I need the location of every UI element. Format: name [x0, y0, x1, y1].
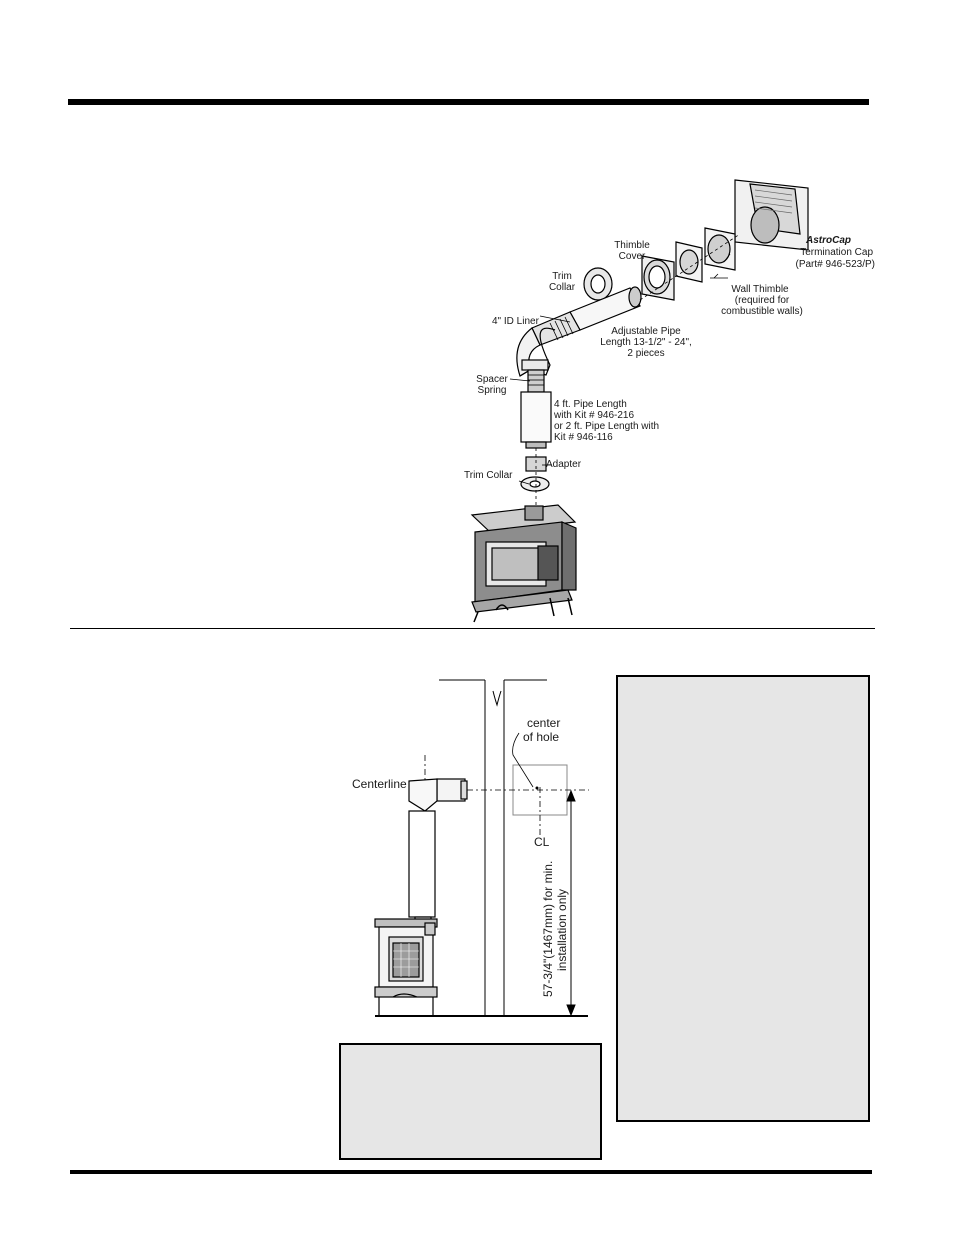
center-hole-label-1: center [527, 716, 560, 730]
rear-vent-clearance-diagram: Centerline center of hole CL 57-3/4"(146… [352, 679, 589, 1017]
spacer-spring [527, 369, 545, 393]
pipe-length-label-4: Kit # 946-116 [554, 432, 613, 443]
footer-rule [70, 1170, 872, 1174]
wall-thimble-label-2: (required for [735, 295, 790, 306]
right-note-box [616, 675, 870, 1122]
dimension-label-2: installation only [555, 889, 569, 971]
dimension-label-1: 57-3/4"(1467mm) for min. [541, 861, 555, 997]
stove-top-figure [470, 504, 577, 623]
pipe-length-label-1: 4 ft. Pipe Length [554, 399, 627, 410]
centerline-label: Centerline [352, 777, 407, 791]
termination-cap-label: Termination Cap [800, 247, 873, 258]
vent-kit-exploded-diagram: AstroCap Termination Cap (Part# 946-523/… [464, 179, 876, 623]
pipe-length-label-3: or 2 ft. Pipe Length with [554, 421, 659, 432]
adapter-label: Adapter [546, 459, 582, 470]
trim-collar-top-label-1: Trim [552, 271, 572, 282]
wall-thimble-label-1: Wall Thimble [731, 284, 789, 295]
bottom-note-box [339, 1043, 602, 1160]
termination-cap-pipe [750, 206, 780, 244]
adjustable-pipe-label-1: Adjustable Pipe [611, 326, 681, 337]
id-liner-label: 4" ID Liner [492, 316, 540, 327]
termination-cap-part: (Part# 946-523/P) [796, 259, 876, 270]
section-divider [70, 628, 875, 629]
center-hole-label-2: of hole [523, 730, 559, 744]
header-rule [68, 99, 869, 105]
adjustable-pipe-label-3: 2 pieces [627, 348, 664, 359]
vent-elbow [408, 778, 438, 812]
thimble-cover-label-1: Thimble [614, 240, 650, 251]
pipe-length-label-2: with Kit # 946-216 [553, 410, 634, 421]
spacer-spring-label-2: Spring [478, 385, 507, 396]
vertical-vent-pipe [408, 810, 436, 918]
wall-thimble-label-3: combustible walls) [721, 306, 803, 317]
stove-side-figure [374, 918, 438, 1015]
trim-collar-bottom-label: Trim Collar [464, 470, 513, 481]
centerline-symbol: CL [534, 835, 550, 849]
adjustable-pipe-label-2: Length 13-1/2" - 24", [600, 337, 692, 348]
spacer-spring-label-1: Spacer [476, 374, 508, 385]
thimble-cover-label-2: Cover [619, 251, 646, 262]
trim-collar-top-label-2: Collar [549, 282, 576, 293]
astrocap-brand: AstroCap [805, 235, 851, 246]
vertical-pipe [520, 391, 552, 443]
